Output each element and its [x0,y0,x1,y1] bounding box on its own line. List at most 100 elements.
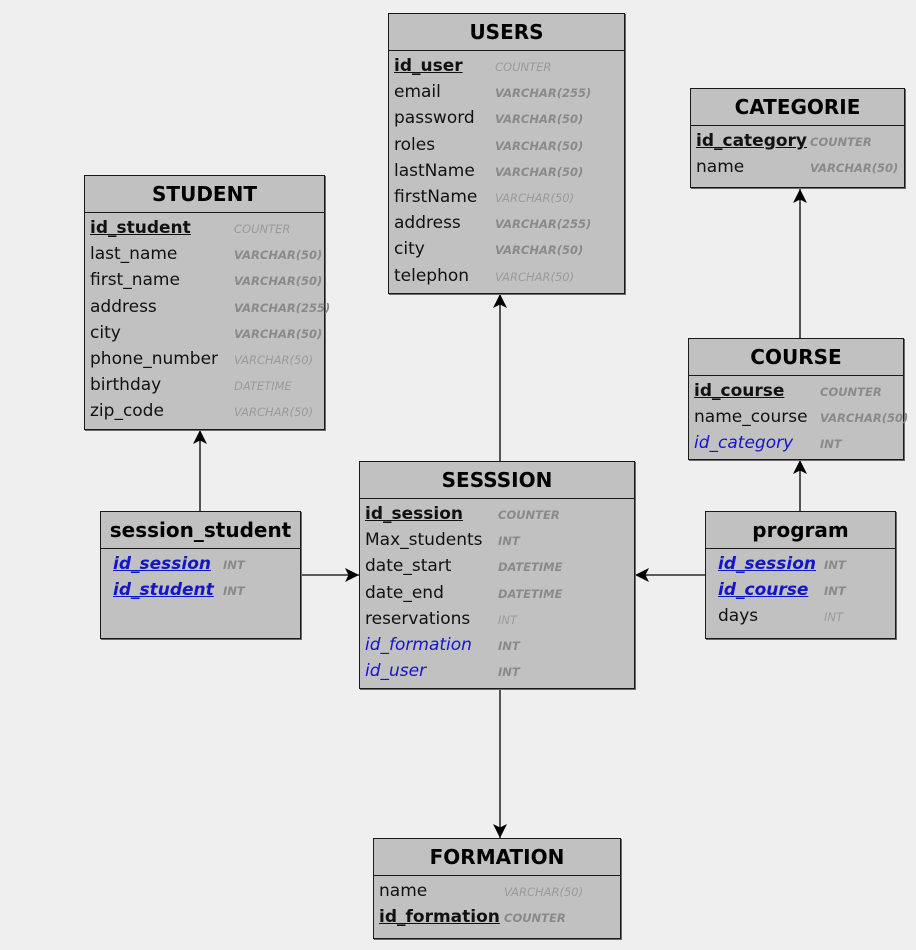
field-type: DATETIME [234,379,292,394]
field-row: lastName VARCHAR(50) [394,160,624,186]
field-name: birthday [90,375,162,396]
field-type: COUNTER [498,508,560,522]
field-type: VARCHAR(50) [234,274,323,289]
field-row: id_student INT [113,579,300,605]
field-row: date_end DATETIME [365,582,634,608]
field-type: VARCHAR(50) [495,112,584,127]
field-type: VARCHAR(50) [234,326,323,341]
field-type: INT [498,534,520,549]
field-type: VARCHAR(50) [495,269,575,284]
field-name: address [90,296,157,317]
field-name: id_user [365,661,427,682]
field-row: id_formation COUNTER [379,906,620,932]
field-row: id_session COUNTER [365,503,634,529]
field-row: first_name VARCHAR(50) [90,269,324,295]
field-name: id_course [694,381,785,401]
field-name: zip_code [90,401,164,422]
field-type: INT [820,437,842,452]
field-type: INT [498,665,520,680]
field-type: COUNTER [820,385,882,399]
field-type: INT [824,610,844,625]
field-row: last_name VARCHAR(50) [90,243,324,269]
field-type: VARCHAR(255) [234,300,331,315]
field-type: VARCHAR(50) [495,164,584,179]
field-type: INT [498,638,520,653]
field-type: COUNTER [504,911,566,926]
users-entity-title: USERS [389,14,624,51]
field-type: DATETIME [498,586,563,601]
field-type: INT [824,558,846,572]
field-row: address VARCHAR(255) [90,296,330,322]
categorie-entity-title: CATEGORIE [691,89,904,126]
program-entity-title: program [706,512,895,549]
field-name: id_session [718,554,816,574]
field-name: city [90,322,121,343]
field-name: email [394,82,441,103]
field-name: id_category [694,433,794,454]
field-name: first_name [90,270,180,291]
field-row: address VARCHAR(255) [394,212,624,238]
field-name: id_formation [379,907,500,928]
field-row: id_course INT [718,579,895,605]
field-name: id_session [365,504,463,524]
field-type: VARCHAR(50) [504,885,584,899]
field-type: VARCHAR(50) [495,190,575,205]
field-row: id_category INT [694,432,903,458]
field-name: reservations [365,608,471,629]
field-type: COUNTER [495,60,552,74]
field-row: Max_students INT [365,529,634,555]
field-name: last_name [90,244,178,265]
field-type: INT [223,558,245,572]
field-type: COUNTER [810,135,872,149]
field-type: VARCHAR(50) [820,411,909,426]
field-type: INT [824,584,846,599]
field-name: address [394,213,461,234]
field-name: lastName [394,160,475,181]
field-name: date_end [365,582,444,603]
field-name: Max_students [365,530,483,551]
field-type: VARCHAR(255) [495,217,592,232]
formation-entity-title: FORMATION [374,839,620,876]
field-type: INT [223,584,245,599]
field-type: VARCHAR(255) [495,86,592,101]
session-student-entity-title: session_student [101,512,300,549]
field-type: VARCHAR(50) [495,243,584,258]
field-name: date_start [365,556,452,577]
field-name: id_formation [365,634,472,655]
field-type: VARCHAR(50) [234,248,323,263]
course-entity-title: COURSE [689,339,903,376]
field-name: firstName [394,186,478,207]
field-name: id_student [113,580,214,601]
field-name: name [696,157,745,178]
field-row: id_formation INT [365,634,634,660]
field-name: id_category [696,131,808,151]
field-name: roles [394,134,436,155]
field-name: id_course [718,580,809,601]
